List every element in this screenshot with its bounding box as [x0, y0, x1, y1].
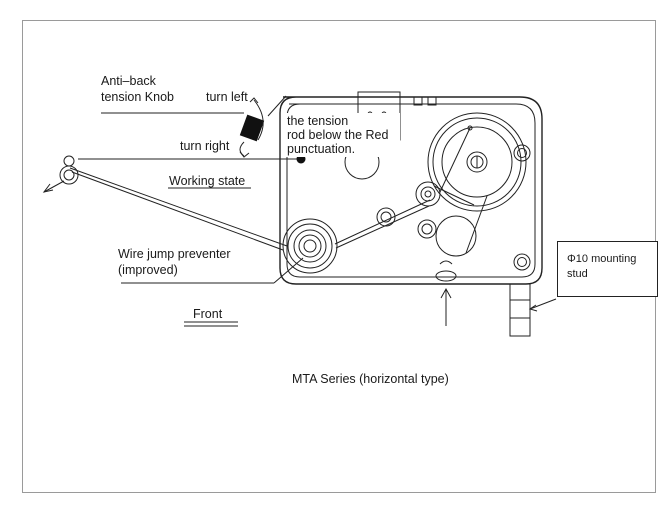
mounting-stud-label-line2: stud: [567, 268, 588, 280]
mounting-stud: [509, 283, 531, 337]
mounting-stud-label-box: [557, 241, 658, 297]
wire-path: [69, 127, 488, 254]
front-label: Front: [193, 307, 223, 321]
front-underline: [184, 321, 238, 327]
turn-right-label: turn right: [180, 139, 230, 153]
tension-rod-label-mask: [285, 113, 400, 157]
turn-left-label: turn left: [206, 90, 248, 104]
tension-rod-label-line2: rod below the Red: [287, 128, 389, 142]
left-guide-pulley: [42, 155, 79, 193]
tension-rod-label-line3: punctuation.: [287, 142, 355, 156]
wire-jump-label-line1: Wire jump preventer: [118, 247, 231, 261]
anti-back-label-line2: tension Knob: [101, 90, 174, 104]
wire-jump-label-line2: (improved): [118, 263, 178, 277]
working-state-label: Working state: [169, 174, 245, 188]
body-bolts: [513, 144, 531, 271]
device-body: [279, 96, 543, 285]
wire-inlet: [435, 260, 457, 326]
lower-roller: [435, 215, 477, 257]
wire-jump-preventer-roller: [282, 218, 338, 274]
leader-lines: [101, 112, 557, 312]
tension-rod-label-line1: the tension: [287, 114, 348, 128]
anti-back-tension-knob: [239, 95, 287, 158]
anti-back-label-line1: Anti–back: [101, 74, 157, 88]
mounting-stud-label-line1: Φ10 mounting: [567, 253, 636, 265]
tension-line: [78, 154, 306, 164]
main-wheel: [427, 112, 527, 212]
diagram-caption: MTA Series (horizontal type): [292, 372, 449, 386]
